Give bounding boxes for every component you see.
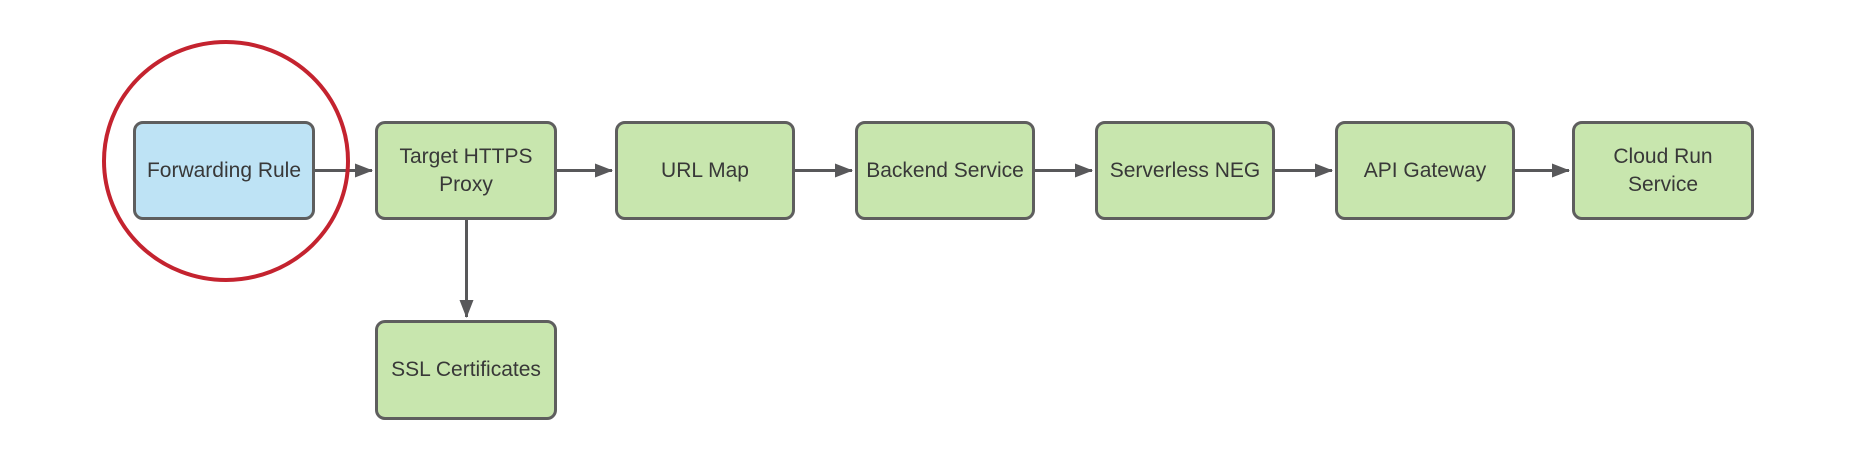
node-label: API Gateway <box>1363 158 1487 182</box>
node-backend-service: Backend Service <box>855 121 1035 220</box>
node-label: URL Map <box>661 158 749 182</box>
node-target-https-proxy: Target HTTPS Proxy <box>375 121 557 220</box>
node-url-map: URL Map <box>615 121 795 220</box>
node-label: Target HTTPS Proxy <box>399 144 533 196</box>
node-label: Cloud Run Service <box>1613 144 1713 196</box>
node-forwarding-rule: Forwarding Rule <box>133 121 315 220</box>
node-label: SSL Certificates <box>391 358 541 381</box>
node-label: Backend Service <box>866 158 1024 182</box>
highlight-ellipse <box>102 40 350 282</box>
node-ssl-certificates: SSL Certificates <box>375 320 557 420</box>
node-api-gateway: API Gateway <box>1335 121 1515 220</box>
node-cloud-run-service: Cloud Run Service <box>1572 121 1754 220</box>
node-serverless-neg: Serverless NEG <box>1095 121 1275 220</box>
node-label: Forwarding Rule <box>146 158 302 182</box>
node-label: Serverless NEG <box>1109 158 1261 182</box>
